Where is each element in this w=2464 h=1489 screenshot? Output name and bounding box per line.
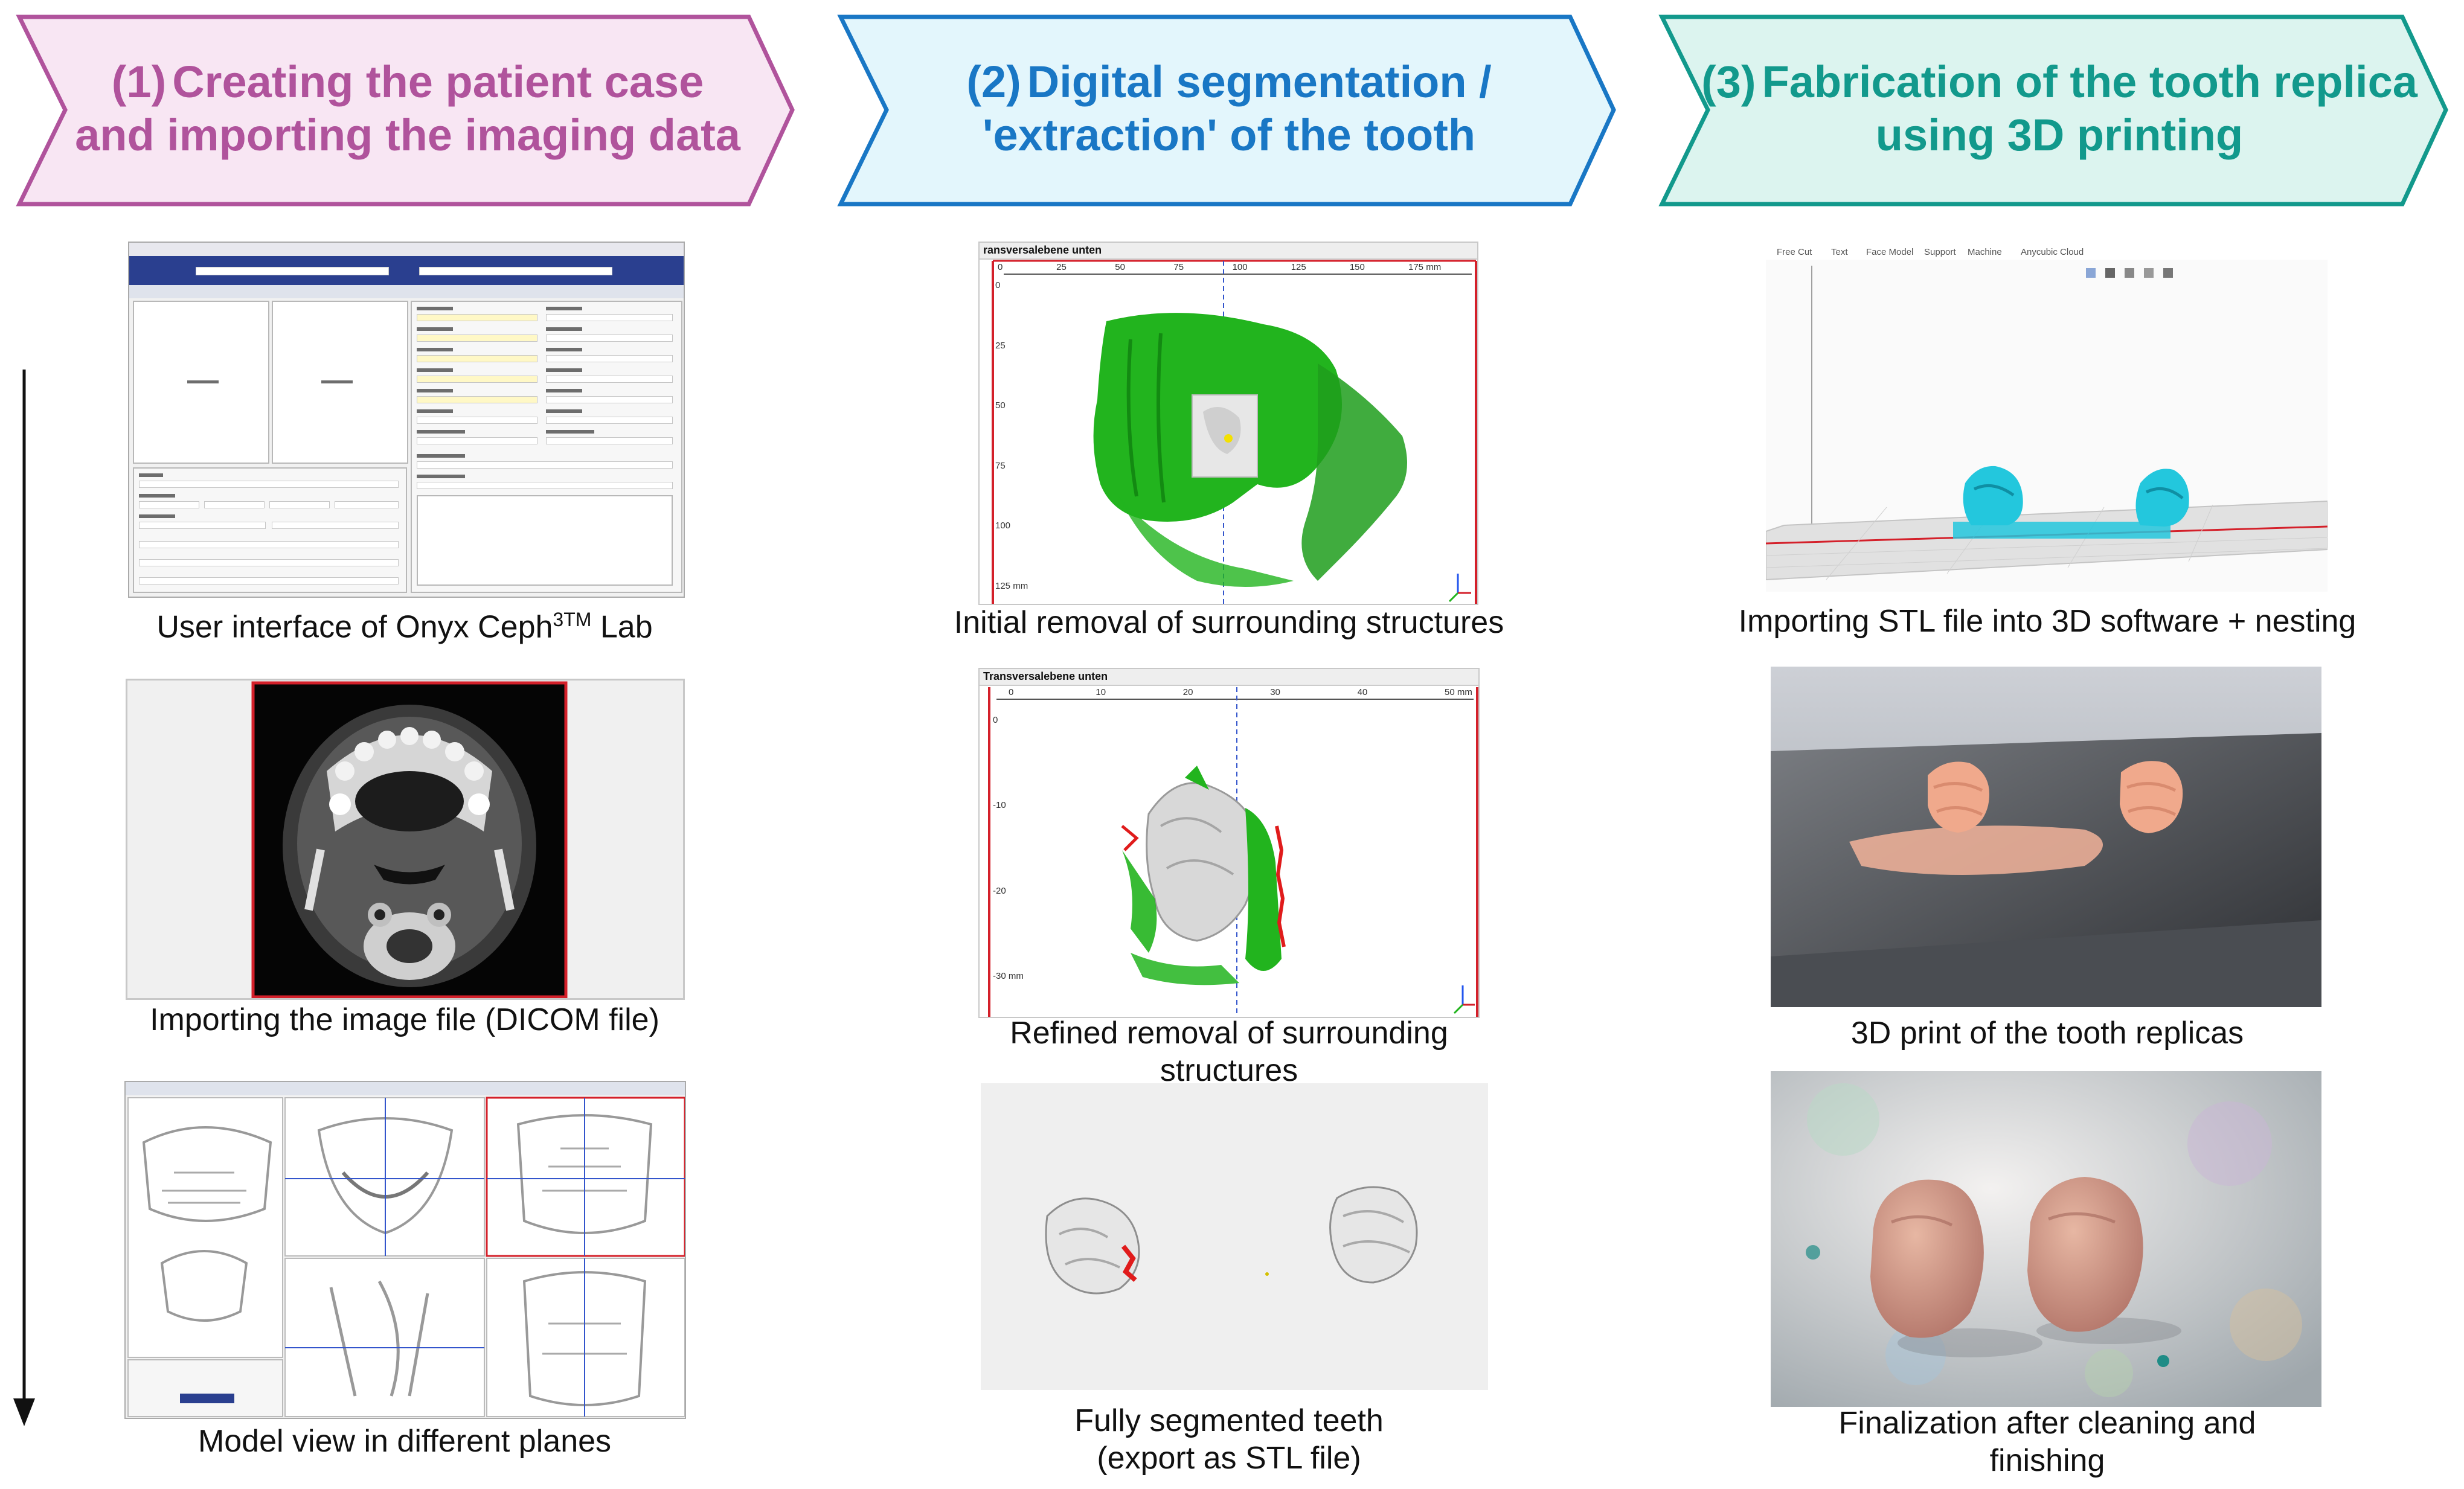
view-b-canvas — [988, 687, 1478, 1017]
view_b-x-tick: 50 mm — [1445, 687, 1472, 697]
step-headers — [16, 14, 2448, 207]
slicer-software-view: Free Cut Text Face Model Support Machine… — [1766, 242, 2328, 592]
view_a-x-tick: 100 — [1232, 262, 1248, 272]
view-a-title: ransversalebene unten — [983, 244, 1102, 256]
view_a-x-tick: 125 — [1291, 262, 1306, 272]
slicer-menu-anycubic-cloud[interactable]: Anycubic Cloud — [2021, 247, 2084, 257]
model-views-screenshot — [124, 1081, 686, 1419]
model-views-grid — [126, 1082, 685, 1417]
finished-replicas-image — [1771, 1071, 2321, 1407]
view_b-x-tick: 0 — [1009, 687, 1014, 697]
caption-initial-removal: Initial removal of surrounding structure… — [954, 605, 1504, 640]
view_a-y-tick: 50 — [995, 400, 1006, 411]
slicer-menu-free-cut[interactable]: Free Cut — [1777, 247, 1812, 257]
step-1-chevron — [16, 14, 795, 207]
view_a-x-tick: 75 — [1173, 262, 1184, 272]
refined-removal-view: Transversalebene unten 0 10 20 30 40 50 mm 0 -1… — [978, 668, 1480, 1018]
view_b-x-tick: 30 — [1270, 687, 1280, 697]
caption-onyx-ui: User interface of Onyx Ceph3TM Lab — [156, 609, 653, 645]
view_a-y-tick: 25 — [995, 340, 1006, 351]
view_a-x-tick: 25 — [1056, 262, 1067, 272]
caption-model-view: Model view in different planes — [197, 1424, 612, 1459]
view_a-y-tick: 75 — [995, 460, 1006, 471]
step-2-title: (2)Digital segmentation / 'extraction' o… — [966, 57, 1492, 160]
step-2-chevron — [837, 14, 1616, 207]
printed-replicas-image — [1771, 667, 2321, 1007]
view_a-x-tick: 0 — [998, 262, 1003, 272]
slicer-menu-support[interactable]: Support — [1924, 247, 1956, 257]
slicer-canvas: Free Cut Text Face Model Support Machine… — [1766, 242, 2328, 581]
view_b-y-tick: -20 — [993, 885, 1006, 896]
workflow-arrow — [13, 370, 35, 1426]
view_a-y-tick: 0 — [995, 280, 1001, 290]
printed-replicas-photo — [1771, 667, 2321, 1007]
view_a-y-tick: 100 — [995, 520, 1011, 531]
slicer-menu-face-model[interactable]: Face Model — [1866, 247, 1913, 257]
view_b-x-tick: 40 — [1357, 687, 1368, 697]
step-3-title: (3)Fabrication of the tooth replica usin… — [1701, 57, 2417, 160]
onyx-ceph-ui-screenshot — [128, 242, 685, 598]
slicer-toolbar[interactable] — [2086, 268, 2173, 278]
caption-3d-print: 3D print of the tooth replicas — [1850, 1016, 2244, 1051]
view-a-canvas — [992, 260, 1477, 604]
view_a-x-tick: 150 — [1349, 262, 1365, 272]
view_a-x-tick: 50 — [1115, 262, 1125, 272]
segmented-teeth-canvas — [1045, 1186, 1418, 1295]
segmented-teeth-view — [981, 1083, 1488, 1390]
ct-slice-image — [251, 681, 568, 998]
initial-removal-view: ransversalebene unten 0 25 50 75 100 125 150 17… — [978, 242, 1478, 605]
step-3-chevron — [1658, 14, 2448, 207]
view_b-y-tick: 0 — [993, 715, 998, 725]
step-1-title: (1)Creating the patient case and importi… — [75, 57, 740, 160]
view_a-y-tick: 125 mm — [995, 581, 1028, 591]
caption-refined-removal: Refined removal of surrounding structure… — [1010, 1016, 1448, 1088]
view_b-x-tick: 10 — [1096, 687, 1106, 697]
finished-replicas-photo — [1771, 1071, 2321, 1407]
view_b-y-tick: -10 — [993, 800, 1006, 811]
view-b-title: Transversalebene unten — [983, 670, 1108, 682]
dicom-ct-screenshot — [126, 679, 685, 1000]
caption-dicom: Importing the image file (DICOM file) — [150, 1002, 659, 1037]
view_b-y-tick: -30 mm — [993, 971, 1024, 981]
slicer-menu-machine[interactable]: Machine — [1968, 247, 2002, 257]
caption-fully-segmented: Fully segmented teeth (export as STL fil… — [1074, 1403, 1384, 1476]
caption-finalization: Finalization after cleaning and finishin… — [1838, 1406, 2256, 1478]
view_b-x-tick: 20 — [1182, 687, 1193, 697]
view_a-x-tick: 175 mm — [1408, 262, 1442, 272]
slicer-menu-text[interactable]: Text — [1831, 247, 1848, 257]
caption-import-stl: Importing STL file into 3D software + ne… — [1738, 604, 2357, 639]
